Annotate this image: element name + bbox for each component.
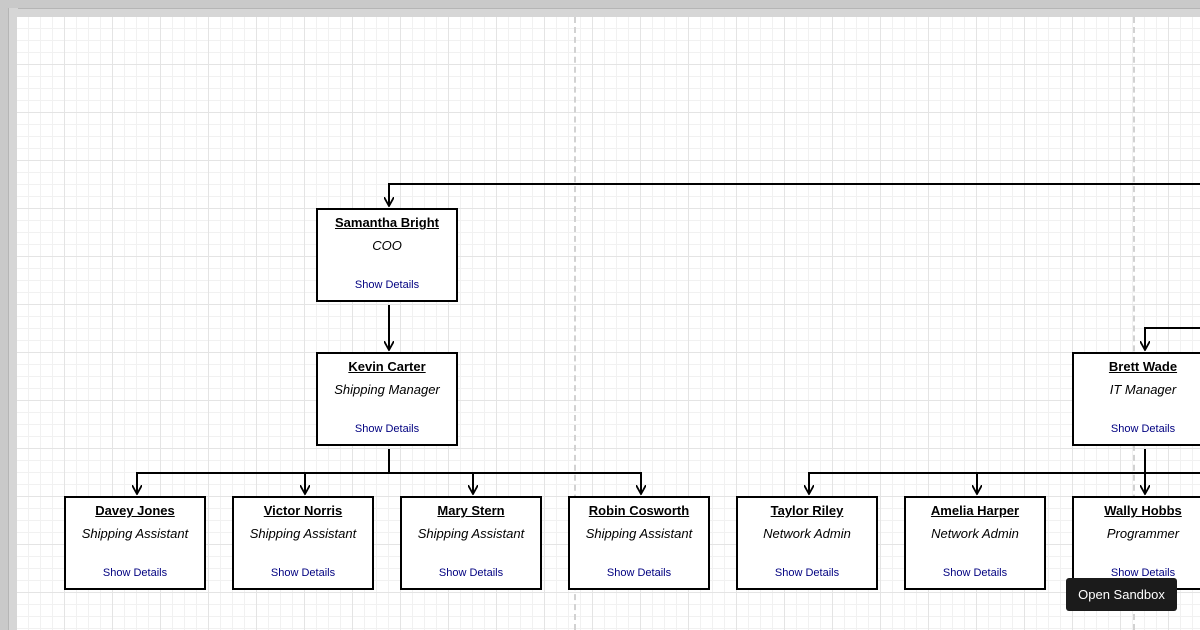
node-role: Shipping Assistant xyxy=(81,526,189,541)
show-details-link[interactable]: Show Details xyxy=(1110,567,1176,579)
org-node-mary-stern[interactable]: Mary Stern Shipping Assistant Show Detai… xyxy=(400,496,542,590)
org-node-victor-norris[interactable]: Victor Norris Shipping Assistant Show De… xyxy=(232,496,374,590)
node-name: Victor Norris xyxy=(263,503,343,518)
node-name: Taylor Riley xyxy=(770,503,844,518)
node-name: Wally Hobbs xyxy=(1104,503,1182,518)
org-node-taylor-riley[interactable]: Taylor Riley Network Admin Show Details xyxy=(736,496,878,590)
connector-kevin-child-3 xyxy=(389,472,641,494)
node-role: COO xyxy=(372,238,402,253)
page-break-line xyxy=(1133,17,1135,630)
connector-kevin-child-1 xyxy=(305,472,389,494)
node-role: Shipping Assistant xyxy=(417,526,525,541)
show-details-link[interactable]: Show Details xyxy=(438,567,504,579)
page-break-line xyxy=(574,17,576,630)
org-node-brett-wade[interactable]: Brett Wade IT Manager Show Details xyxy=(1072,352,1200,446)
show-details-link[interactable]: Show Details xyxy=(606,567,672,579)
node-name: Robin Cosworth xyxy=(588,503,690,518)
canvas-frame-left xyxy=(8,8,18,630)
show-details-link[interactable]: Show Details xyxy=(102,567,168,579)
org-node-wally-hobbs[interactable]: Wally Hobbs Programmer Show Details xyxy=(1072,496,1200,590)
connector-brett-child-1 xyxy=(977,472,1145,494)
node-role: Shipping Assistant xyxy=(249,526,357,541)
org-node-robin-cosworth[interactable]: Robin Cosworth Shipping Assistant Show D… xyxy=(568,496,710,590)
org-node-davey-jones[interactable]: Davey Jones Shipping Assistant Show Deta… xyxy=(64,496,206,590)
connector-to-samantha xyxy=(389,183,1200,206)
show-details-link[interactable]: Show Details xyxy=(1110,423,1176,435)
node-role: IT Manager xyxy=(1109,382,1177,397)
connector-kevin-child-0 xyxy=(137,472,389,494)
org-node-samantha-bright[interactable]: Samantha Bright COO Show Details xyxy=(316,208,458,302)
org-node-kevin-carter[interactable]: Kevin Carter Shipping Manager Show Detai… xyxy=(316,352,458,446)
show-details-link[interactable]: Show Details xyxy=(270,567,336,579)
node-name: Davey Jones xyxy=(95,503,175,518)
open-sandbox-button[interactable]: Open Sandbox xyxy=(1066,578,1177,611)
connector-layer xyxy=(17,183,1200,630)
node-name: Amelia Harper xyxy=(930,503,1020,518)
node-name: Samantha Bright xyxy=(334,215,439,230)
node-name: Kevin Carter xyxy=(348,359,426,374)
show-details-link[interactable]: Show Details xyxy=(354,279,420,291)
diagram-canvas[interactable]: Samantha Bright COO Show Details Kevin C… xyxy=(17,17,1200,630)
node-role: Network Admin xyxy=(763,526,851,541)
show-details-link[interactable]: Show Details xyxy=(774,567,840,579)
node-name: Brett Wade xyxy=(1108,359,1178,374)
canvas-frame-top xyxy=(8,8,1200,18)
node-role: Shipping Manager xyxy=(334,382,440,397)
show-details-link[interactable]: Show Details xyxy=(354,423,420,435)
node-name: Mary Stern xyxy=(437,503,505,518)
connector-to-brett xyxy=(1145,327,1200,350)
node-role: Network Admin xyxy=(931,526,1019,541)
node-role: Shipping Assistant xyxy=(585,526,693,541)
org-node-amelia-harper[interactable]: Amelia Harper Network Admin Show Details xyxy=(904,496,1046,590)
node-role: Programmer xyxy=(1106,526,1180,541)
connector-kevin-child-2 xyxy=(389,472,473,494)
show-details-link[interactable]: Show Details xyxy=(942,567,1008,579)
